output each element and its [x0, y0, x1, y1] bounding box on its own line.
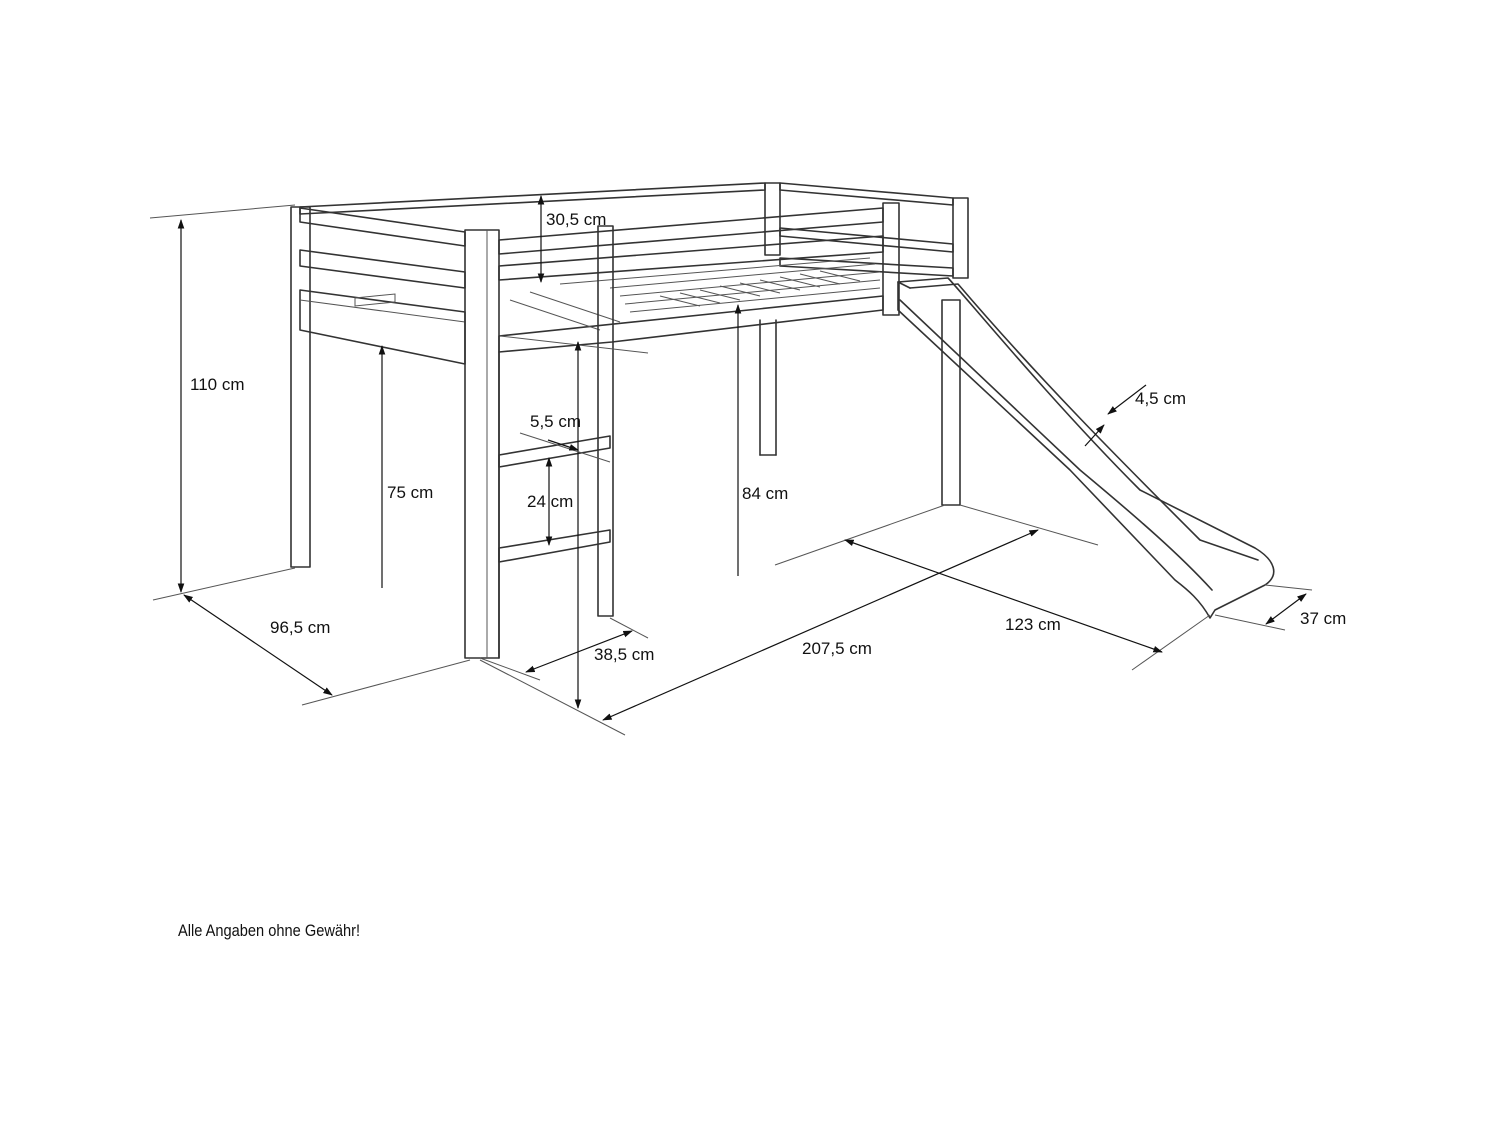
- label-38-5cm: 38,5 cm: [594, 645, 654, 664]
- label-207-5cm: 207,5 cm: [802, 639, 872, 658]
- label-30-5cm: 30,5 cm: [546, 210, 606, 229]
- label-24cm: 24 cm: [527, 492, 573, 511]
- label-37cm: 37 cm: [1300, 609, 1346, 628]
- label-5-5cm: 5,5 cm: [530, 412, 581, 431]
- label-96-5cm: 96,5 cm: [270, 618, 330, 637]
- label-84cm: 84 cm: [742, 484, 788, 503]
- slide: [897, 277, 1275, 619]
- label-4-5cm: 4,5 cm: [1135, 389, 1186, 408]
- loft-bed-frame: [290, 182, 969, 681]
- label-123cm: 123 cm: [1005, 615, 1061, 634]
- label-75cm: 75 cm: [387, 483, 433, 502]
- disclaimer-text: Alle Angaben ohne Gewähr!: [178, 921, 361, 940]
- dimension-lines: [149, 195, 1313, 736]
- label-110cm: 110 cm: [190, 375, 245, 394]
